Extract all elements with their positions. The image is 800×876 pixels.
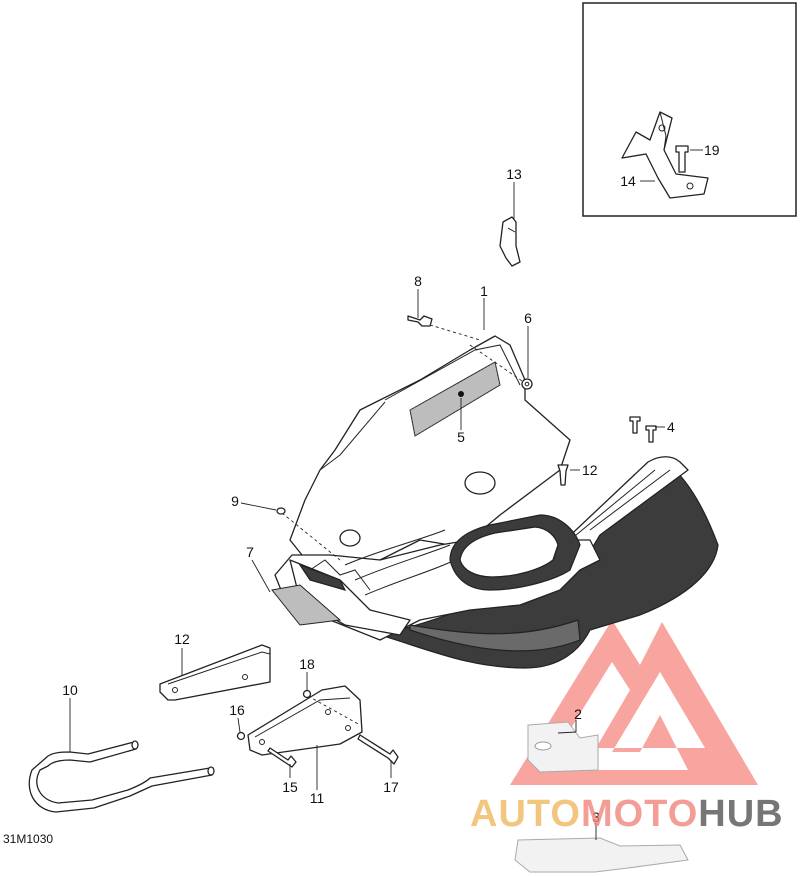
nut-9 bbox=[276, 507, 286, 515]
callout-15: 15 bbox=[282, 779, 298, 795]
callout-3: 3 bbox=[592, 809, 600, 825]
nut-16 bbox=[236, 731, 246, 741]
rivet-12-upper bbox=[557, 464, 569, 486]
screws-4 bbox=[629, 416, 657, 443]
rivet-8 bbox=[407, 315, 433, 327]
callout-13: 13 bbox=[506, 166, 522, 182]
callouts: 1 2 3 4 5 6 7 8 9 10 11 12 12 13 14 15 1… bbox=[62, 142, 720, 825]
watermark-text: AUTOMOTOHUB bbox=[470, 793, 784, 835]
watermark-auto: AUTO bbox=[470, 793, 581, 835]
diagram-code: 31M1030 bbox=[3, 832, 53, 846]
inset-detail bbox=[582, 2, 797, 217]
watermark-hub: HUB bbox=[698, 793, 783, 835]
callout-14: 14 bbox=[620, 173, 636, 189]
callout-7: 7 bbox=[246, 544, 254, 560]
bracket-11 bbox=[247, 685, 363, 756]
callout-10: 10 bbox=[62, 682, 78, 698]
callout-2: 2 bbox=[574, 706, 582, 722]
washer-18 bbox=[302, 689, 312, 699]
callout-16: 16 bbox=[229, 702, 245, 718]
watermark-triangle-mark bbox=[510, 620, 758, 785]
reflector-3 bbox=[514, 837, 689, 873]
callout-18: 18 bbox=[299, 656, 315, 672]
callout-5: 5 bbox=[457, 429, 465, 445]
bolt-19 bbox=[675, 145, 689, 173]
callout-9: 9 bbox=[231, 493, 239, 509]
watermark-logo bbox=[510, 620, 758, 785]
clip-13 bbox=[499, 216, 521, 267]
svg-text:AUTOMOTOHUB: AUTOMOTOHUB bbox=[470, 793, 784, 835]
callout-19: 19 bbox=[704, 142, 720, 158]
bottom-pan-assembly bbox=[271, 324, 719, 669]
watermark-moto: MOTO bbox=[581, 793, 698, 835]
callout-12-upper: 12 bbox=[582, 462, 598, 478]
callout-6: 6 bbox=[524, 310, 532, 326]
washer-6 bbox=[521, 378, 533, 390]
callout-8: 8 bbox=[414, 273, 422, 289]
handle-10 bbox=[28, 741, 213, 813]
reflector-2 bbox=[527, 721, 599, 773]
screen-7 bbox=[271, 584, 342, 626]
callout-1: 1 bbox=[480, 283, 488, 299]
callout-17: 17 bbox=[383, 779, 399, 795]
bolt-17 bbox=[357, 734, 399, 765]
screw-15 bbox=[267, 747, 297, 768]
leader-lines bbox=[69, 182, 665, 790]
callout-4: 4 bbox=[667, 419, 675, 435]
callout-12-lower: 12 bbox=[174, 631, 190, 647]
callout-11: 11 bbox=[310, 790, 325, 806]
bracket-14 bbox=[621, 111, 709, 199]
